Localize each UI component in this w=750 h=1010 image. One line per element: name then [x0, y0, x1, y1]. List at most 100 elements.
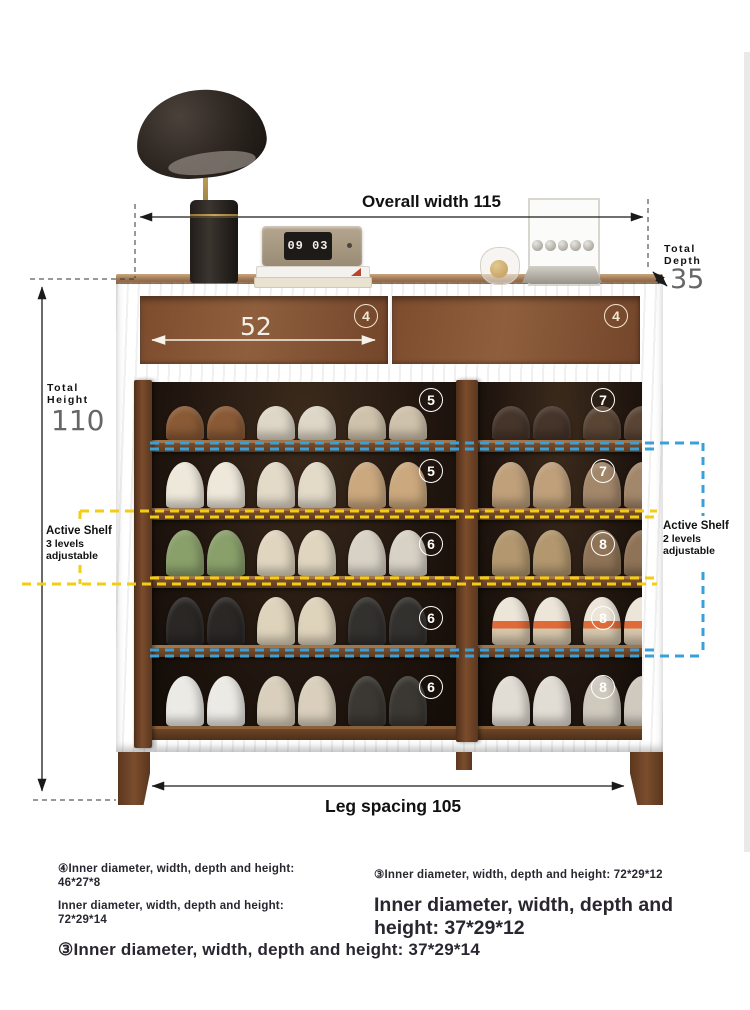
shoe — [624, 597, 642, 645]
active-shelf-note-left: Active Shelf 3 levels adjustable — [46, 525, 126, 563]
active-shelf-right-title: Active Shelf — [663, 520, 729, 532]
marker-drawer-right: 4 — [604, 304, 628, 328]
shoe — [298, 462, 336, 508]
shoe — [257, 406, 295, 440]
open-door-middle — [456, 380, 478, 742]
table-lamp-stem — [203, 168, 208, 224]
shoes-row — [478, 676, 642, 726]
cabinet-floor — [478, 726, 642, 740]
marker-row1-right: 7 — [591, 388, 615, 412]
shoe — [257, 676, 295, 726]
shoe — [348, 530, 386, 576]
shelf — [478, 508, 642, 520]
shoe-pair — [492, 676, 571, 726]
shoe-pair — [257, 462, 336, 508]
shoe — [348, 462, 386, 508]
marker-row4-left: 6 — [419, 606, 443, 630]
marker-row2-right: 7 — [591, 459, 615, 483]
shoes-row — [478, 462, 642, 508]
shoe — [533, 597, 571, 645]
shoe-pair — [166, 530, 245, 576]
cabinet-leg-middle — [456, 752, 472, 770]
shoe — [166, 406, 204, 440]
shoe-pair — [348, 462, 427, 508]
shoe — [348, 676, 386, 726]
marker-row1-left: 5 — [419, 388, 443, 412]
shoes-row — [478, 406, 642, 440]
bookmark-icon — [351, 268, 361, 276]
shoe-pair — [492, 597, 571, 645]
spec-text: Inner diameter, width, depth and height:… — [58, 900, 284, 927]
overall-width-label: Overall width 115 — [362, 192, 501, 211]
cabinet-top-surface — [116, 274, 663, 284]
shoe — [166, 676, 204, 726]
total-height-label: Total Height — [47, 382, 89, 406]
shoe — [533, 406, 571, 440]
shoe — [533, 530, 571, 576]
shoe-pair — [348, 530, 427, 576]
right-edge-band — [744, 52, 750, 852]
open-door-left — [134, 380, 152, 748]
shoe — [492, 462, 530, 508]
shoe — [207, 597, 245, 645]
shoe — [166, 462, 204, 508]
flip-clock: 09 03 — [262, 226, 362, 266]
shoe — [389, 406, 427, 440]
glass-ornament — [480, 247, 520, 285]
shoe — [298, 530, 336, 576]
shoe-pair — [492, 530, 571, 576]
shoe-pair — [257, 406, 336, 440]
shoe — [533, 676, 571, 726]
total-height-label-line2: Height — [47, 394, 89, 406]
shoe-pair — [257, 597, 336, 645]
total-depth-label-line2: Depth — [664, 255, 702, 267]
shoe-pair — [348, 676, 427, 726]
shoe — [533, 462, 571, 508]
shoe — [298, 597, 336, 645]
shoes-row — [152, 676, 456, 726]
shoe — [624, 406, 642, 440]
marker-row5-right: 8 — [591, 675, 615, 699]
marker-row2-left: 5 — [419, 459, 443, 483]
drawer-left — [140, 296, 388, 364]
shoe-pair — [257, 676, 336, 726]
cabinet-leg-right — [630, 752, 663, 805]
flip-clock-knob — [347, 243, 352, 248]
shelf — [478, 645, 642, 657]
table-lamp-ring — [190, 214, 238, 218]
drawer-inner-width-value: 52 — [240, 312, 272, 341]
shoes-row — [152, 406, 456, 440]
shelf — [478, 440, 642, 452]
cradle-ball — [570, 240, 582, 251]
shelf — [478, 576, 642, 588]
shoe — [207, 462, 245, 508]
cradle-ball — [557, 240, 569, 251]
spec-text: ③Inner diameter, width, depth and height… — [58, 940, 480, 960]
active-shelf-left-title: Active Shelf — [46, 525, 112, 537]
spec-text: ④Inner diameter, width, depth and height… — [58, 863, 295, 890]
shoe — [166, 597, 204, 645]
active-shelf-left-line2: adjustable — [46, 550, 98, 562]
cradle-ball — [583, 240, 594, 251]
shoe — [348, 406, 386, 440]
shoe — [298, 406, 336, 440]
cradle-ball — [544, 240, 556, 251]
shoe-pair — [166, 462, 245, 508]
spec-text: Inner diameter, width, depth and height:… — [374, 894, 674, 940]
cabinet-interior-left — [152, 382, 456, 740]
total-depth-label: Total Depth — [664, 243, 701, 267]
shoe-pair — [492, 462, 571, 508]
shoe — [492, 676, 530, 726]
marker-drawer-left: 4 — [354, 304, 378, 328]
active-shelf-right-line2: adjustable — [663, 545, 715, 557]
spec-list-right: ③Inner diameter, width, depth and height… — [374, 868, 744, 949]
shoe — [624, 530, 642, 576]
cabinet-interior-right — [478, 382, 642, 740]
shelf — [152, 508, 456, 520]
flip-clock-display: 09 03 — [284, 232, 332, 260]
active-shelf-note-right: Active Shelf 2 levels adjustable — [663, 520, 743, 558]
spec-list-left: ④Inner diameter, width, depth and height… — [58, 862, 480, 970]
active-shelf-right-line1: 2 levels — [663, 532, 701, 545]
shoe — [207, 530, 245, 576]
